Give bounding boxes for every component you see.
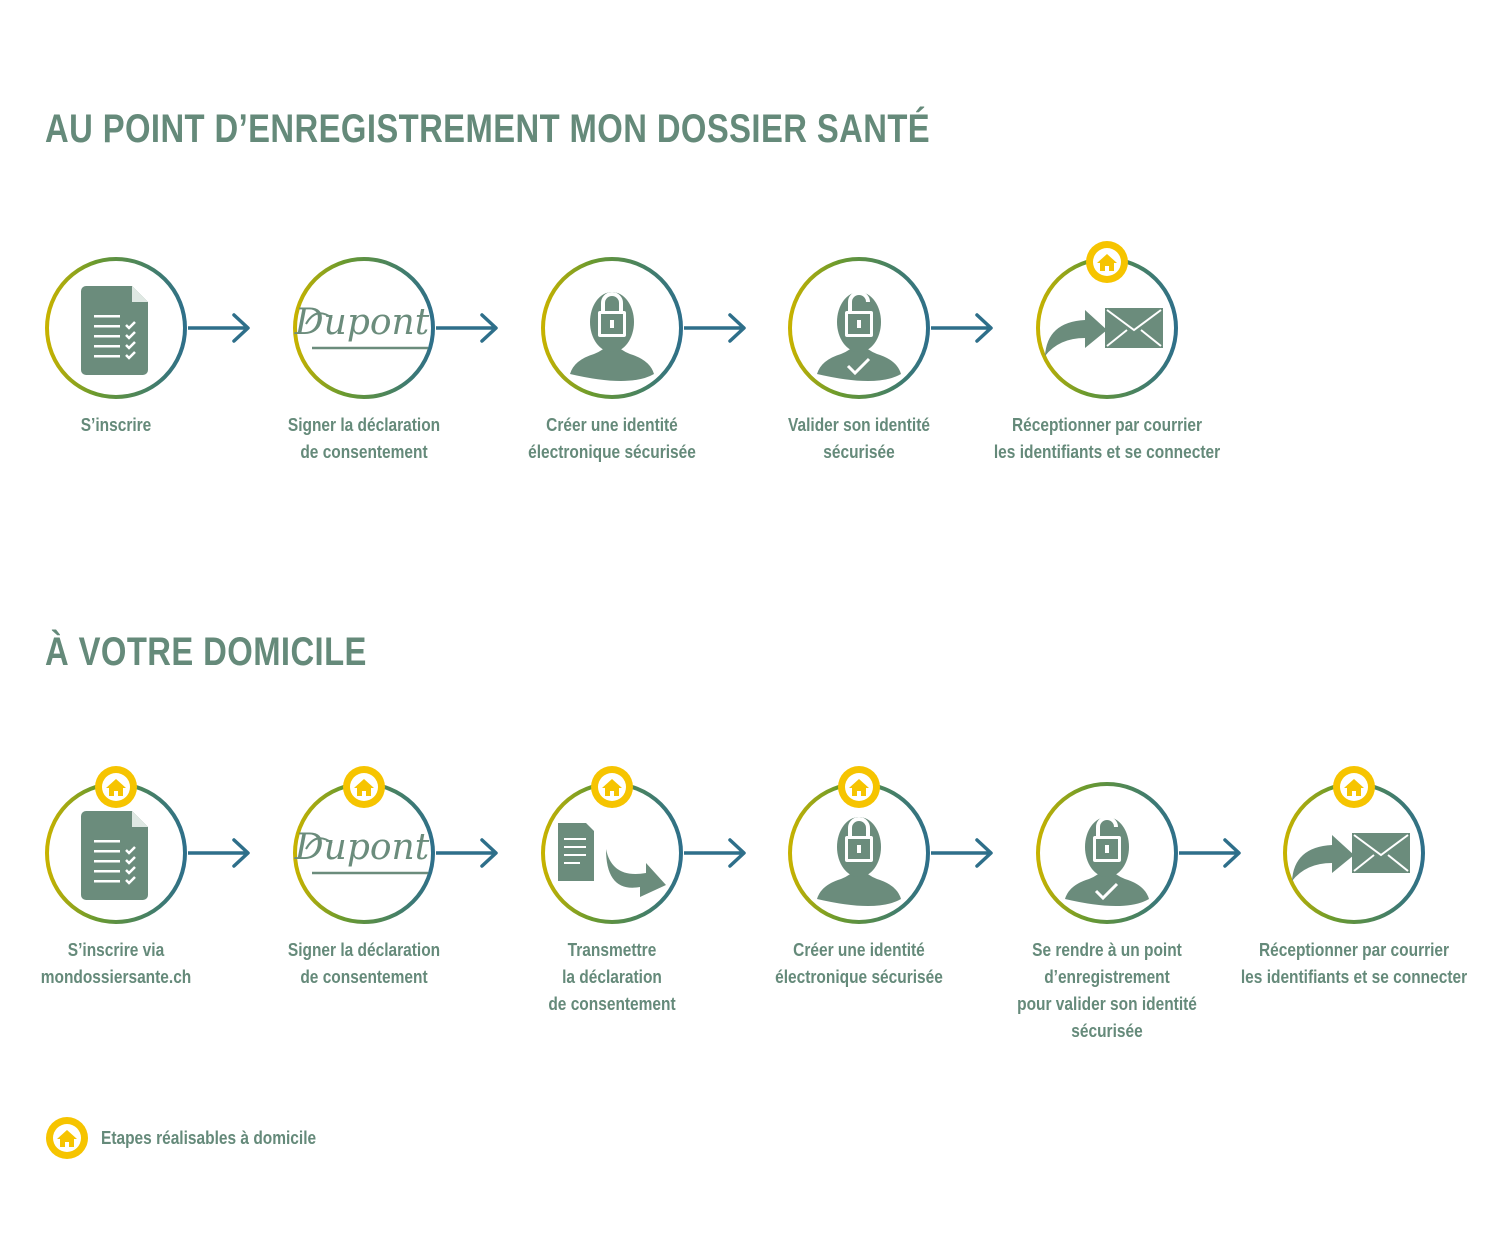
step-label: Créer une identité électronique sécurisé… bbox=[775, 940, 943, 987]
step-label: Transmettre la déclaration de consenteme… bbox=[548, 940, 676, 1014]
home-badge-icon bbox=[94, 765, 138, 809]
home-badge-icon bbox=[342, 765, 386, 809]
signature-icon: Dupont bbox=[292, 781, 436, 925]
flow-arrow bbox=[186, 835, 254, 871]
step-label: Réceptionner par courrier les identifian… bbox=[1240, 940, 1468, 987]
flow-arrow bbox=[682, 835, 750, 871]
flow-arrow bbox=[186, 310, 254, 346]
person-padlock-open-check-icon bbox=[787, 256, 931, 400]
document-checklist-icon bbox=[44, 781, 188, 925]
signature-icon: Dupont bbox=[292, 256, 436, 400]
signature-text: Dupont bbox=[294, 827, 430, 868]
flow-arrow bbox=[1177, 835, 1245, 871]
step-label: Signer la déclaration de consentement bbox=[287, 415, 441, 462]
step-label: S’inscrire bbox=[80, 415, 152, 435]
document-checklist-icon bbox=[44, 256, 188, 400]
home-badge-icon bbox=[45, 1116, 89, 1160]
home-badge-icon bbox=[837, 765, 881, 809]
arrow-envelope-icon bbox=[1035, 256, 1179, 400]
home-badge-icon bbox=[1085, 240, 1129, 284]
step-label: Réceptionner par courrier les identifian… bbox=[993, 415, 1221, 462]
signature-text: Dupont bbox=[294, 302, 430, 343]
section-2-title: À VOTRE DOMICILE bbox=[45, 630, 367, 674]
home-badge-icon bbox=[590, 765, 634, 809]
step-label: Valider son identité sécurisée bbox=[788, 415, 930, 462]
legend-text: Etapes réalisables à domicile bbox=[101, 1128, 317, 1148]
step-label: Se rendre à un point d’enregistrement po… bbox=[1017, 940, 1197, 1041]
arrow-envelope-icon bbox=[1282, 781, 1426, 925]
section-1-title: AU POINT D’ENREGISTREMENT MON DOSSIER SA… bbox=[45, 107, 931, 151]
person-padlock-locked-icon bbox=[787, 781, 931, 925]
step-label: Créer une identité électronique sécurisé… bbox=[528, 415, 696, 462]
step-label: Signer la déclaration de consentement bbox=[287, 940, 441, 987]
person-padlock-locked-icon bbox=[540, 256, 684, 400]
home-badge-icon bbox=[1332, 765, 1376, 809]
flow-arrow bbox=[682, 310, 750, 346]
step-label: S’inscrire via mondossiersante.ch bbox=[40, 940, 192, 987]
flow-arrow bbox=[929, 310, 997, 346]
person-padlock-open-check-icon bbox=[1035, 781, 1179, 925]
flow-arrow bbox=[929, 835, 997, 871]
flow-arrow bbox=[434, 310, 502, 346]
flow-arrow bbox=[434, 835, 502, 871]
